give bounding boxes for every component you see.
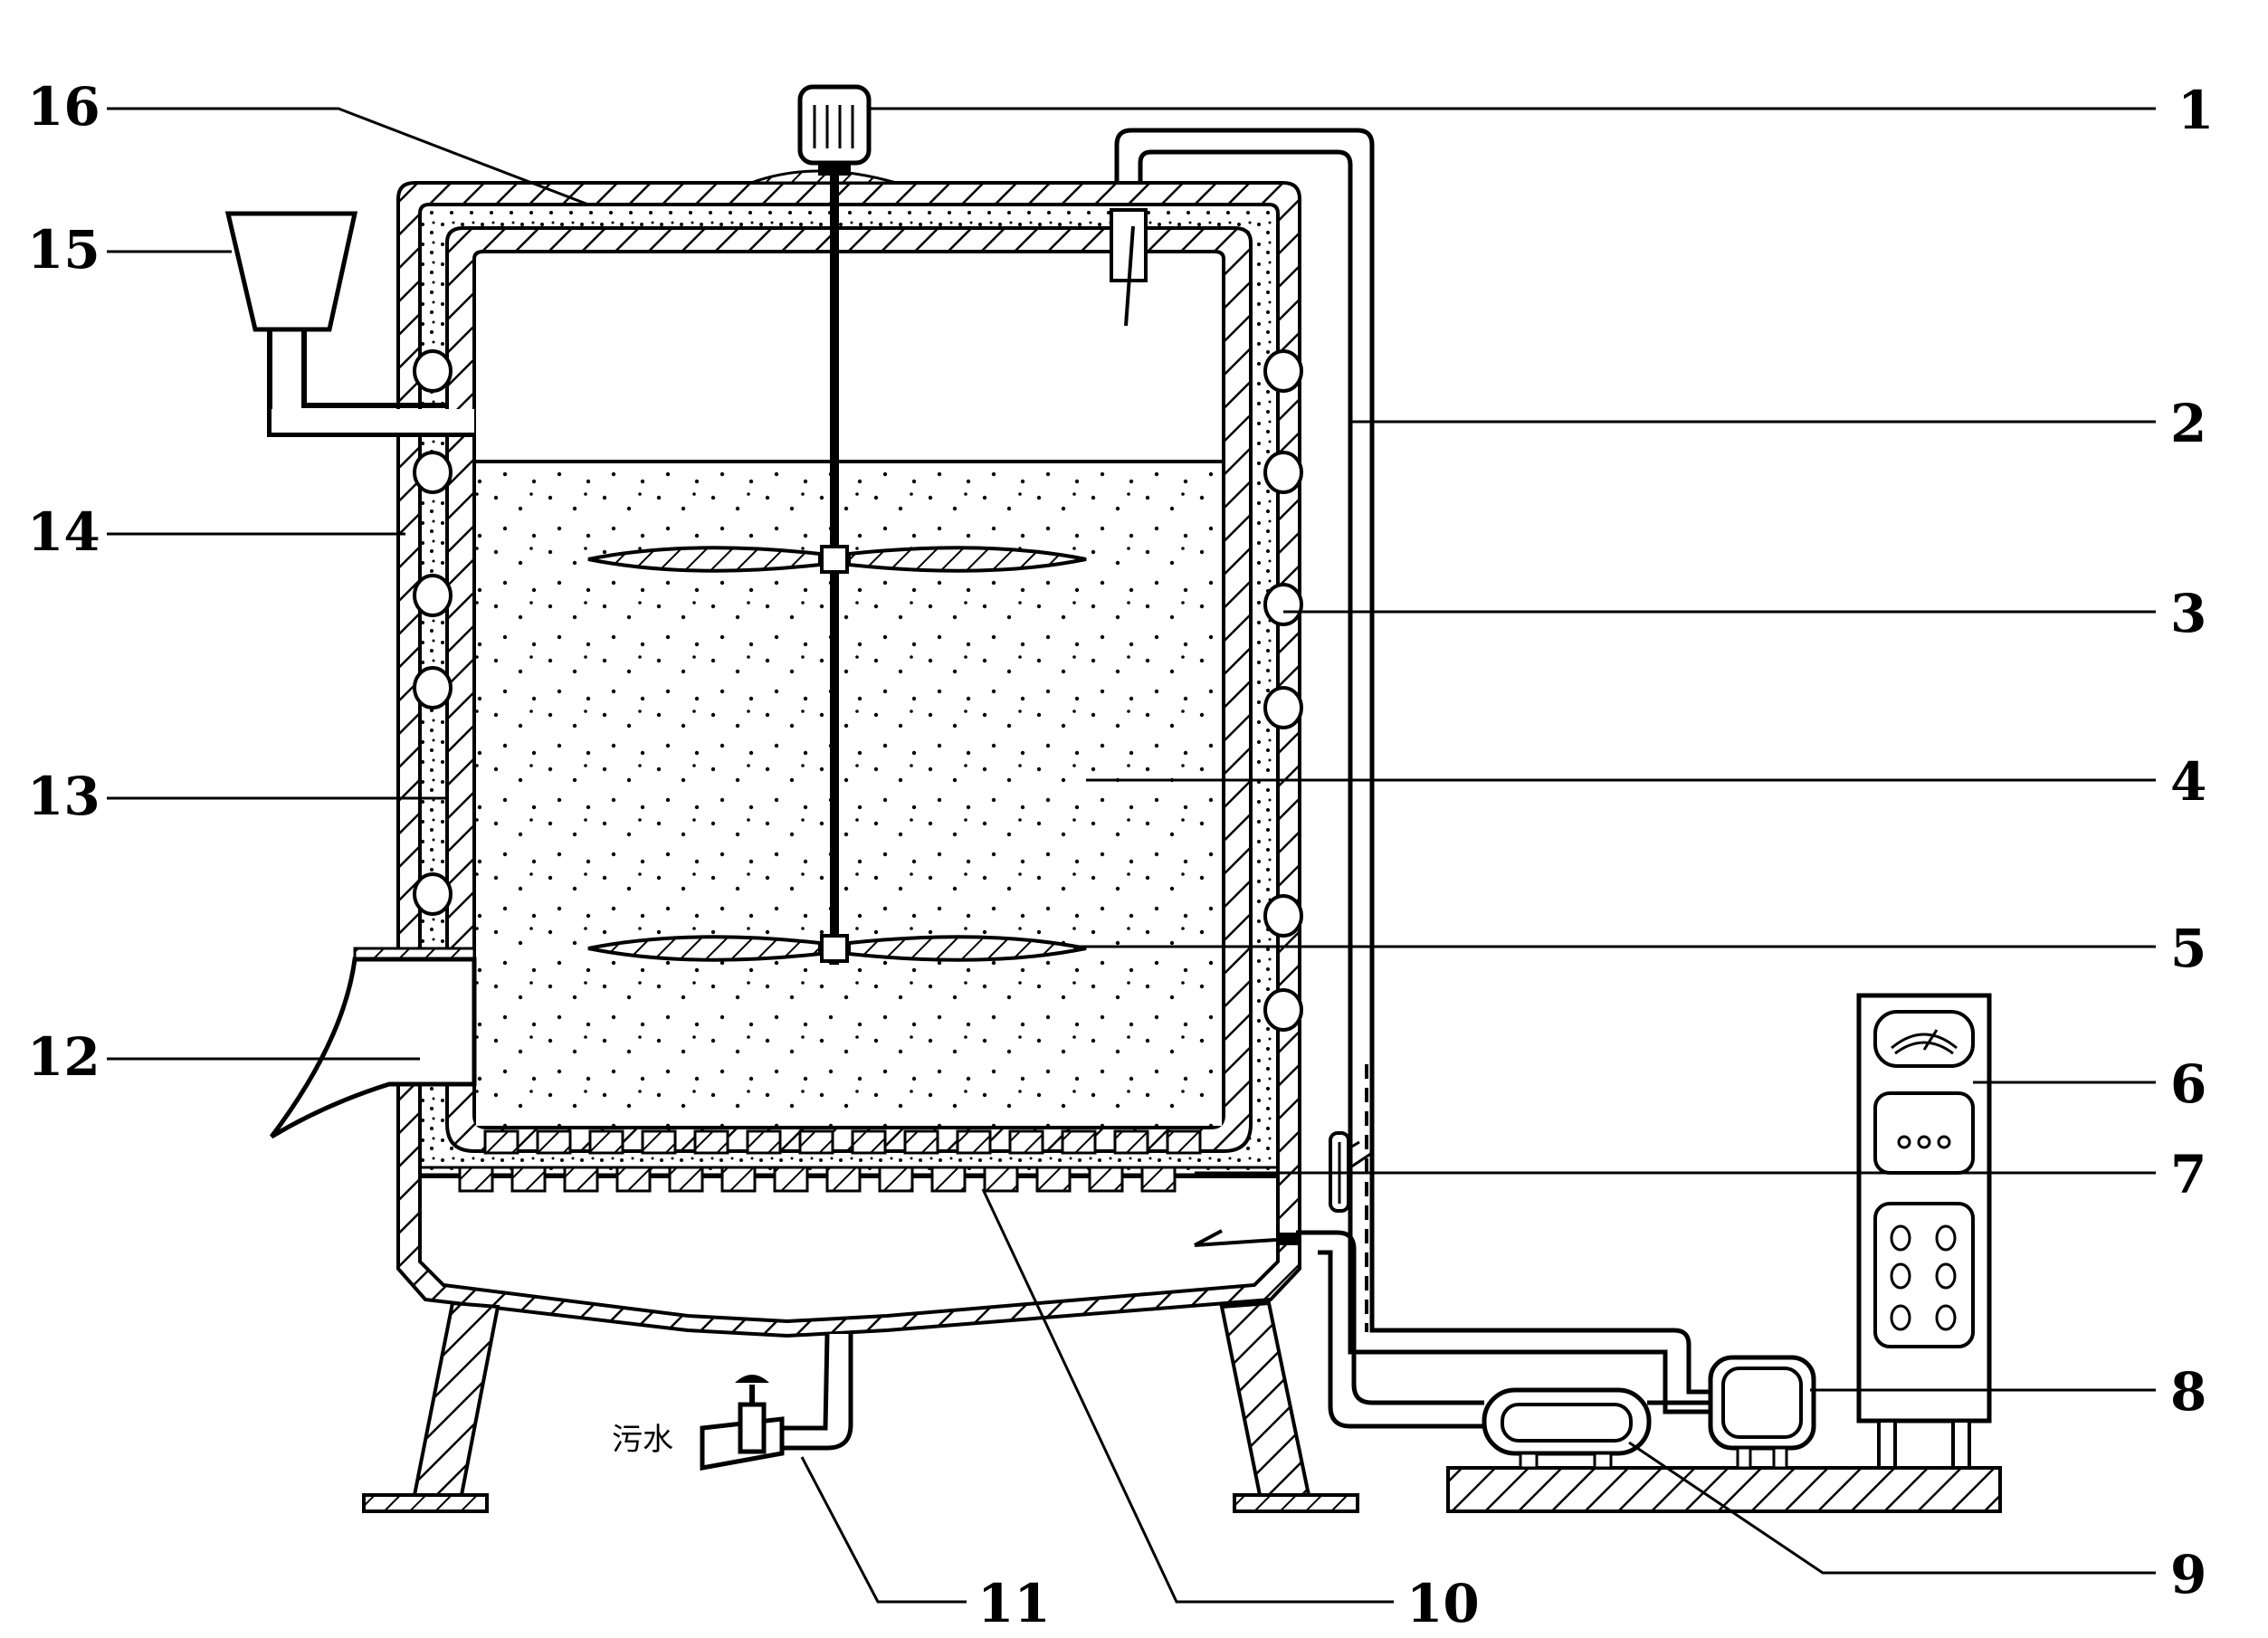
- callout-6: 6: [2170, 1053, 2206, 1115]
- callout-numbers: 16 15 14 13 12 1 2 3 4 5 6 7 8 9 10 11: [27, 76, 2214, 1634]
- pump-base: [1446, 1466, 2002, 1513]
- tank-legs: [362, 1300, 1359, 1513]
- heater-unit: [1708, 1355, 1816, 1470]
- spray-nozzle: [1110, 208, 1148, 327]
- callout-7: 7: [2170, 1144, 2206, 1205]
- callout-10: 10: [1406, 1573, 1480, 1634]
- callout-13: 13: [27, 766, 100, 827]
- return-arrow: [1194, 1229, 1300, 1247]
- callout-3: 3: [2170, 583, 2206, 644]
- callout-2: 2: [2170, 393, 2206, 454]
- callout-4: 4: [2170, 751, 2206, 813]
- callout-5: 5: [2170, 918, 2206, 979]
- heating-coils: [413, 349, 1303, 1032]
- callout-8: 8: [2170, 1361, 2206, 1423]
- circulation-pump: [1482, 1387, 1652, 1470]
- perforated-plate: [420, 1129, 1278, 1193]
- callout-9: 9: [2170, 1544, 2206, 1605]
- callout-12: 12: [27, 1026, 100, 1088]
- drain-label: 污水: [612, 1422, 673, 1458]
- discharge-chute: [270, 947, 477, 1139]
- stirrer-motor: [750, 84, 897, 185]
- callout-1: 1: [2177, 80, 2214, 141]
- feed-hopper: [224, 211, 474, 437]
- control-panel: [1856, 993, 1992, 1470]
- circulation-pipes: [1114, 128, 1711, 1429]
- leader-lines: [107, 107, 2156, 1604]
- tank-shell: [396, 181, 1301, 1338]
- callout-14: 14: [27, 501, 100, 563]
- callout-11: 11: [977, 1573, 1051, 1634]
- callout-16: 16: [27, 76, 100, 138]
- callout-15: 15: [27, 219, 100, 281]
- stirring-paddles: [587, 546, 1087, 962]
- drain-valve: [700, 1333, 853, 1471]
